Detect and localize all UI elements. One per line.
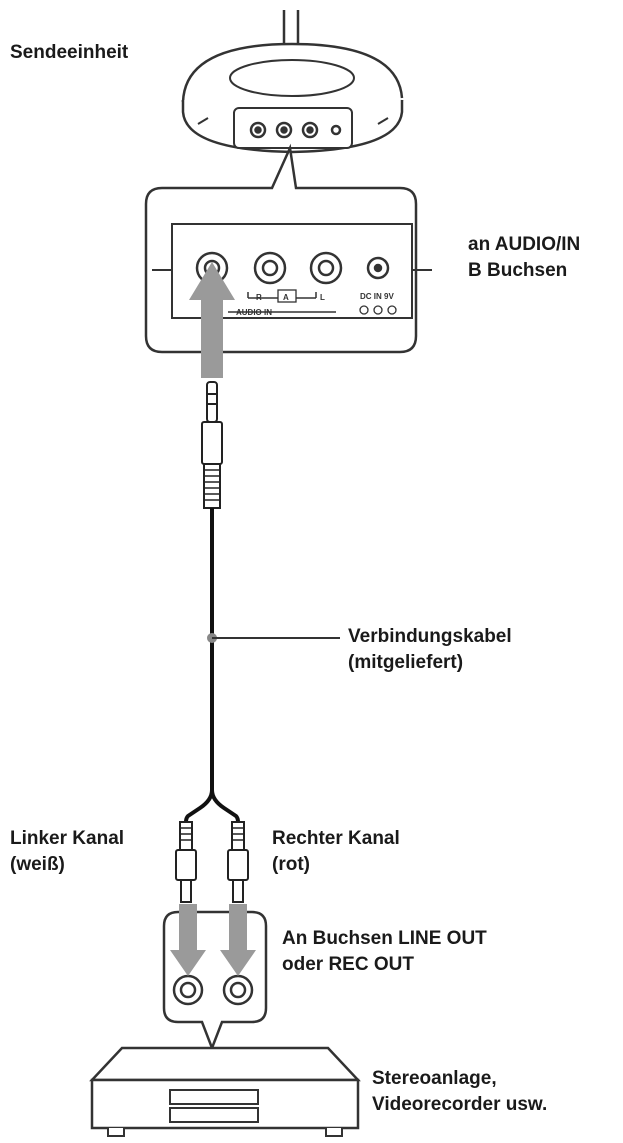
- label-left-line2: (weiß): [10, 854, 65, 875]
- insert-arrow-right: [220, 904, 256, 976]
- label-stereo-line1: Stereoanlage,: [372, 1068, 497, 1089]
- zoom-callout: [144, 143, 432, 354]
- label-right-channel: Rechter Kanal (rot): [272, 826, 400, 878]
- dc-in-jack: [366, 256, 390, 280]
- stereo-unit: [89, 1046, 361, 1137]
- rca-plug-right: [227, 821, 249, 903]
- label-transmitter-text: Sendeeinheit: [10, 42, 129, 63]
- label-line-out: An Buchsen LINE OUT oder REC OUT: [282, 926, 487, 978]
- label-right-line2: (rot): [272, 854, 310, 875]
- audio-in-l-jack: [309, 251, 343, 285]
- label-stereo: Stereoanlage, Videorecorder usw.: [372, 1066, 547, 1118]
- transmitter-unit: [181, 10, 404, 154]
- panel-label-l: L: [320, 293, 325, 302]
- label-line-out-line2: oder REC OUT: [282, 954, 414, 975]
- panel-label-a: A: [283, 293, 289, 302]
- audio-in-r-jack: [253, 251, 287, 285]
- panel-label-audio-in: AUDIO IN: [236, 308, 272, 317]
- label-left-line1: Linker Kanal: [10, 828, 125, 849]
- label-cable: Verbindungskabel (mitgeliefert): [348, 624, 512, 676]
- channel-a-box: [277, 289, 297, 303]
- label-audio-in: an AUDIO/IN B Buchsen: [468, 232, 580, 284]
- cable: [184, 508, 240, 823]
- label-audio-in-line2: B Buchsen: [468, 260, 568, 281]
- label-left-channel: Linker Kanal (weiß): [10, 826, 124, 878]
- panel-label-dc-in: DC IN 9V: [360, 292, 394, 301]
- label-audio-in-line1: an AUDIO/IN: [468, 234, 581, 255]
- insert-arrow-left: [170, 904, 206, 976]
- insert-arrow-jack: [189, 262, 235, 378]
- panel-label-r: R: [256, 293, 262, 302]
- rca-plug-left: [175, 821, 197, 903]
- label-line-out-line1: An Buchsen LINE OUT: [282, 928, 487, 949]
- label-stereo-line2: Videorecorder usw.: [372, 1094, 548, 1115]
- label-cable-line1: Verbindungskabel: [348, 626, 512, 647]
- label-right-line1: Rechter Kanal: [272, 828, 400, 849]
- label-cable-line2: (mitgeliefert): [348, 652, 464, 673]
- label-transmitter: Sendeeinheit: [10, 40, 128, 66]
- mini-plug: [201, 381, 223, 509]
